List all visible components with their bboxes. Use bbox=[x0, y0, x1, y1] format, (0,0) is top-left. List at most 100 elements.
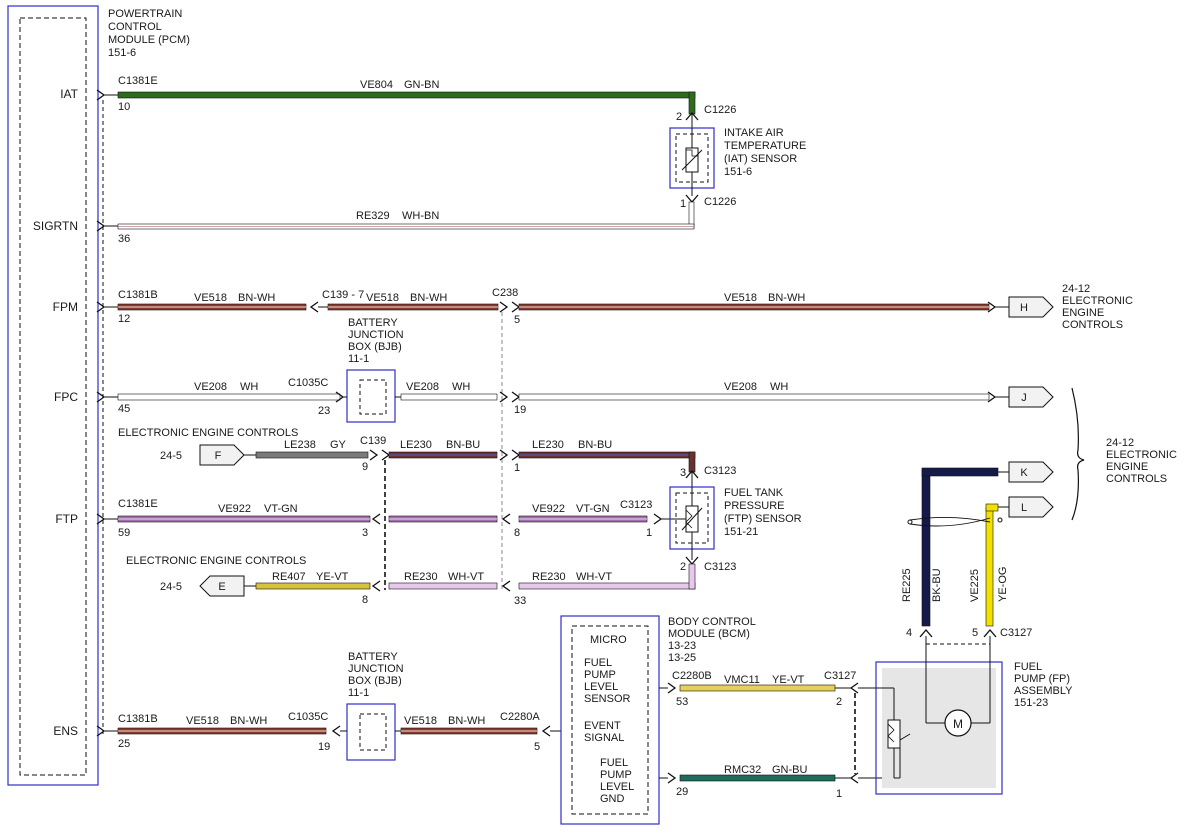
svg-text:LEVEL: LEVEL bbox=[584, 681, 618, 693]
vmc11-circuit: C2280B 53 VMC11 YE-VT C3127 2 bbox=[659, 670, 876, 708]
pin-5-c238: 5 bbox=[514, 314, 520, 326]
wire-ve518-c-circuit: VE518 bbox=[724, 292, 757, 304]
pin-23: 23 bbox=[318, 405, 330, 417]
wire-ve518-ens-b-color: BN-WH bbox=[448, 715, 485, 727]
wire-ve922-a-circuit: VE922 bbox=[218, 503, 251, 515]
svg-text:H: H bbox=[1020, 302, 1028, 314]
connector-c1381e: C1381E bbox=[118, 75, 158, 87]
offpage-j: J bbox=[1008, 386, 1054, 408]
connector-c238: C238 bbox=[492, 287, 518, 299]
svg-text:L: L bbox=[1021, 502, 1027, 514]
svg-text:FUEL TANK: FUEL TANK bbox=[724, 487, 784, 499]
svg-text:BOX (BJB): BOX (BJB) bbox=[348, 675, 402, 687]
bjb-bottom: BATTERY JUNCTION BOX (BJB) 11-1 bbox=[346, 651, 404, 761]
iat-sensor: INTAKE AIR TEMPERATURE (IAT) SENSOR 151-… bbox=[669, 127, 806, 189]
fpm-circuit: C1381B 12 VE518 BN-WH C139 - 7 VE518 BN-… bbox=[96, 287, 1009, 326]
pin-33: 33 bbox=[514, 595, 526, 607]
wire-re329-color: WH-BN bbox=[402, 210, 439, 222]
wire-le238-circuit: LE238 bbox=[284, 439, 316, 451]
wire-re407-color: YE-VT bbox=[316, 571, 349, 583]
ens-circuit: C1381B 25 VE518 BN-WH C1035C 19 VE518 BN… bbox=[96, 711, 561, 753]
pin-1-c3127: 1 bbox=[836, 788, 842, 800]
svg-text:SENSOR: SENSOR bbox=[584, 693, 631, 705]
svg-text:ENGINE: ENGINE bbox=[1106, 461, 1148, 473]
wire-ve518-b-circuit: VE518 bbox=[366, 292, 399, 304]
svg-text:BATTERY: BATTERY bbox=[348, 651, 398, 663]
connector-c1381e-ftp: C1381E bbox=[118, 498, 158, 510]
iat-sensor-title-2: TEMPERATURE bbox=[724, 140, 806, 152]
svg-text:JUNCTION: JUNCTION bbox=[348, 663, 404, 675]
iat-sensor-title-1: INTAKE AIR bbox=[724, 127, 784, 139]
offpage-h: H bbox=[1008, 296, 1054, 318]
eec-label-e: ELECTRONIC ENGINE CONTROLS bbox=[126, 555, 306, 567]
svg-text:PUMP: PUMP bbox=[584, 669, 616, 681]
svg-text:24-12: 24-12 bbox=[1062, 283, 1090, 295]
wire-ve208-a bbox=[117, 393, 341, 401]
wire-re407-circuit: RE407 bbox=[272, 571, 306, 583]
wire-ve518-ens-a-color: BN-WH bbox=[230, 715, 267, 727]
svg-text:ENGINE: ENGINE bbox=[1062, 307, 1104, 319]
connector-c3127-bcm: C3127 bbox=[824, 670, 856, 682]
eec-label-f: ELECTRONIC ENGINE CONTROLS bbox=[118, 427, 298, 439]
ftp-circuit: C1381E 59 VE922 VT-GN 3 8 VE922 VT-GN C3… bbox=[96, 498, 672, 539]
svg-text:151-23: 151-23 bbox=[1014, 697, 1048, 709]
pcm-title-4: 151-6 bbox=[108, 47, 136, 59]
offpage-f bbox=[199, 444, 245, 466]
svg-text:24-12: 24-12 bbox=[1106, 437, 1134, 449]
pin-9: 9 bbox=[362, 461, 368, 473]
svg-text:151-21: 151-21 bbox=[724, 526, 758, 538]
svg-text:CONTROLS: CONTROLS bbox=[1106, 473, 1167, 485]
svg-text:(FTP) SENSOR: (FTP) SENSOR bbox=[724, 513, 802, 525]
wire-ve518-b-color: BN-WH bbox=[410, 292, 447, 304]
pin-1-le230: 1 bbox=[514, 462, 520, 474]
bjb-top: BATTERY JUNCTION BOX (BJB) 11-1 bbox=[346, 317, 404, 423]
svg-text:MICRO: MICRO bbox=[590, 634, 627, 646]
wire-ve922-b-circuit: VE922 bbox=[532, 503, 565, 515]
fp-feed-wires: 4 5 C3127 RE225 BK-BU VE225 YE-OG bbox=[901, 467, 1032, 662]
connector-c139: C139 bbox=[360, 435, 386, 447]
svg-text:11-1: 11-1 bbox=[348, 353, 369, 365]
svg-text:FUEL: FUEL bbox=[600, 757, 628, 769]
pin-sigrtn-label: SIGRTN bbox=[33, 219, 78, 233]
offpage-l: L bbox=[1008, 496, 1054, 518]
eec-right-top-label: 24-12 ELECTRONIC ENGINE CONTROLS bbox=[1062, 283, 1133, 331]
connector-c3127-fp: C3127 bbox=[1000, 627, 1032, 639]
wire-ve208-a-color: WH bbox=[240, 381, 258, 393]
svg-text:M: M bbox=[953, 717, 963, 731]
svg-text:K: K bbox=[1020, 467, 1028, 479]
wire-re230-a bbox=[388, 582, 498, 590]
connector-c2280b: C2280B bbox=[672, 670, 712, 682]
sigrtn-circuit: 1 C1226 36 RE329 WH-BN bbox=[96, 188, 736, 245]
svg-text:BOX (BJB): BOX (BJB) bbox=[348, 341, 402, 353]
svg-text:JUNCTION: JUNCTION bbox=[348, 329, 404, 341]
wire-vmc11-circuit: VMC11 bbox=[724, 674, 760, 686]
pin-45: 45 bbox=[118, 403, 130, 415]
connector-c1035c-top: C1035C bbox=[288, 377, 328, 389]
pin-2-c3127: 2 bbox=[836, 696, 842, 708]
wire-ve804-color: GN-BN bbox=[404, 79, 440, 91]
svg-text:FUEL: FUEL bbox=[1014, 661, 1042, 673]
connector-c1226-bottom: C1226 bbox=[704, 196, 736, 208]
wire-le230-b-color: BN-BU bbox=[578, 439, 612, 451]
wire-le230-b-circuit: LE230 bbox=[532, 439, 564, 451]
pin-8-re407: 8 bbox=[362, 594, 368, 606]
pin-3-ftp: 3 bbox=[680, 467, 686, 479]
wire-ve225-color: YE-OG bbox=[997, 567, 1009, 602]
wire-re230-b bbox=[518, 582, 696, 590]
svg-text:LEVEL: LEVEL bbox=[600, 781, 634, 793]
connector-c139-7: C139 - 7 bbox=[322, 289, 364, 301]
wire-re225-color: BK-BU bbox=[931, 568, 943, 602]
wire-re230-a-color: WH-VT bbox=[448, 571, 484, 583]
wire-re329-circuit: RE329 bbox=[356, 210, 390, 222]
wire-ve208-b bbox=[400, 393, 498, 401]
svg-text:GND: GND bbox=[600, 793, 625, 805]
wire-re225 bbox=[921, 469, 931, 627]
pcm-title-2: CONTROL bbox=[108, 21, 162, 33]
fuel-pump-assembly: M FUEL PUMP (FP) ASSEMBLY 151-23 bbox=[875, 636, 1073, 795]
iat-sensor-title-4: 151-6 bbox=[724, 166, 752, 178]
wire-re230-b-color: WH-VT bbox=[576, 571, 612, 583]
fpc-circuit: 45 VE208 WH C1035C 23 VE208 WH 19 VE208 … bbox=[96, 377, 1009, 417]
wire-ve518-ens-a-circuit: VE518 bbox=[186, 715, 219, 727]
svg-text:CONTROLS: CONTROLS bbox=[1062, 319, 1123, 331]
